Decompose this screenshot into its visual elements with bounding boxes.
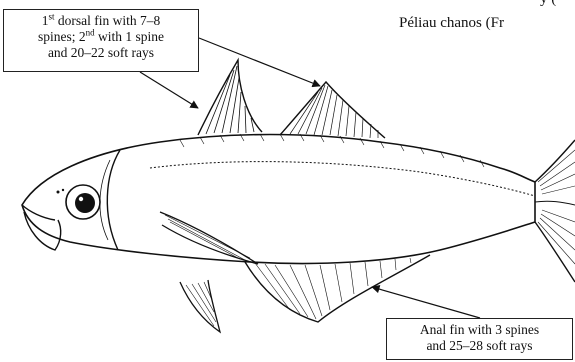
callout-dorsal-fin: 1st dorsal fin with 7–8 spines; 2nd with…	[3, 9, 199, 72]
callout-anal-line2: and 25–28 soft rays	[391, 338, 568, 354]
first-dorsal-fin	[198, 60, 262, 135]
arrow-second-dorsal	[199, 38, 320, 86]
caudal-fin	[535, 140, 575, 282]
arrow-anal-fin	[372, 287, 480, 318]
nostril-2	[62, 189, 64, 191]
eye-pupil	[75, 193, 95, 213]
callout-dorsal-line3: and 20–22 soft rays	[8, 45, 194, 61]
callout-anal-line1: Anal fin with 3 spines	[391, 322, 568, 338]
pelvic-fin	[180, 280, 220, 332]
nostril	[57, 191, 60, 194]
eye-highlight	[79, 197, 83, 201]
callout-dorsal-line2: spines; 2nd with 1 spine	[8, 29, 194, 45]
arrow-first-dorsal	[140, 72, 198, 108]
callout-dorsal-line1: 1st dorsal fin with 7–8	[8, 13, 194, 29]
second-dorsal-fin	[280, 82, 385, 138]
anal-fin	[245, 255, 430, 322]
callout-anal-fin: Anal fin with 3 spines and 25–28 soft ra…	[386, 318, 573, 360]
